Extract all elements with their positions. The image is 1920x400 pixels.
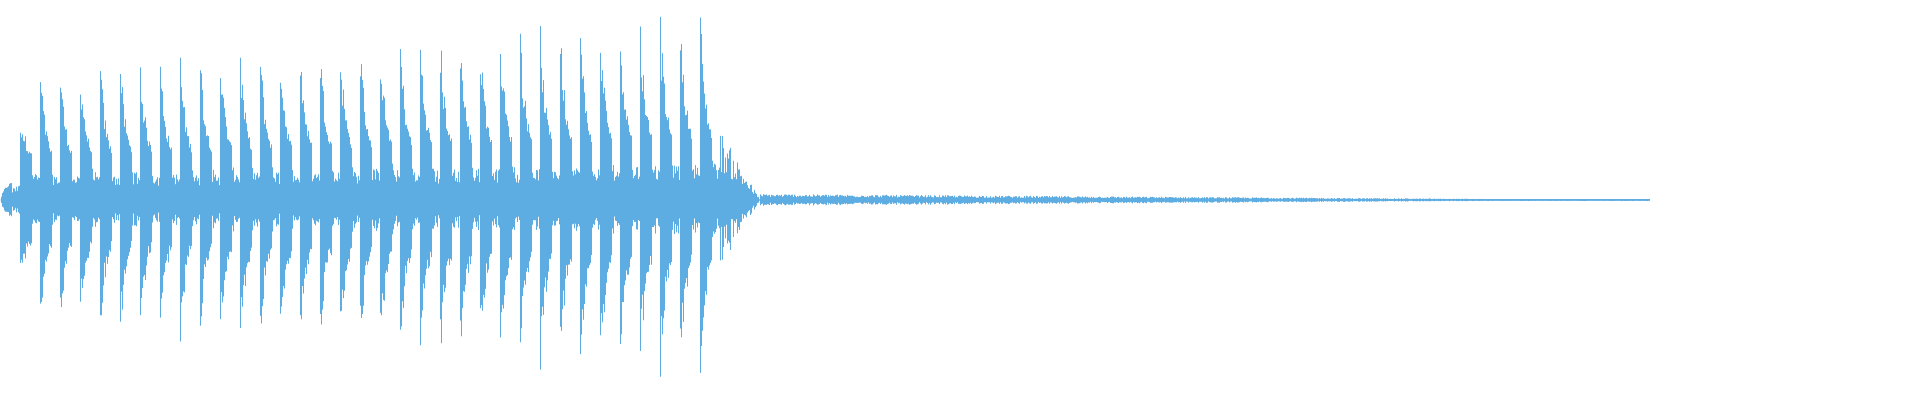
waveform-path <box>1 16 1650 377</box>
waveform-lines <box>0 16 1650 377</box>
